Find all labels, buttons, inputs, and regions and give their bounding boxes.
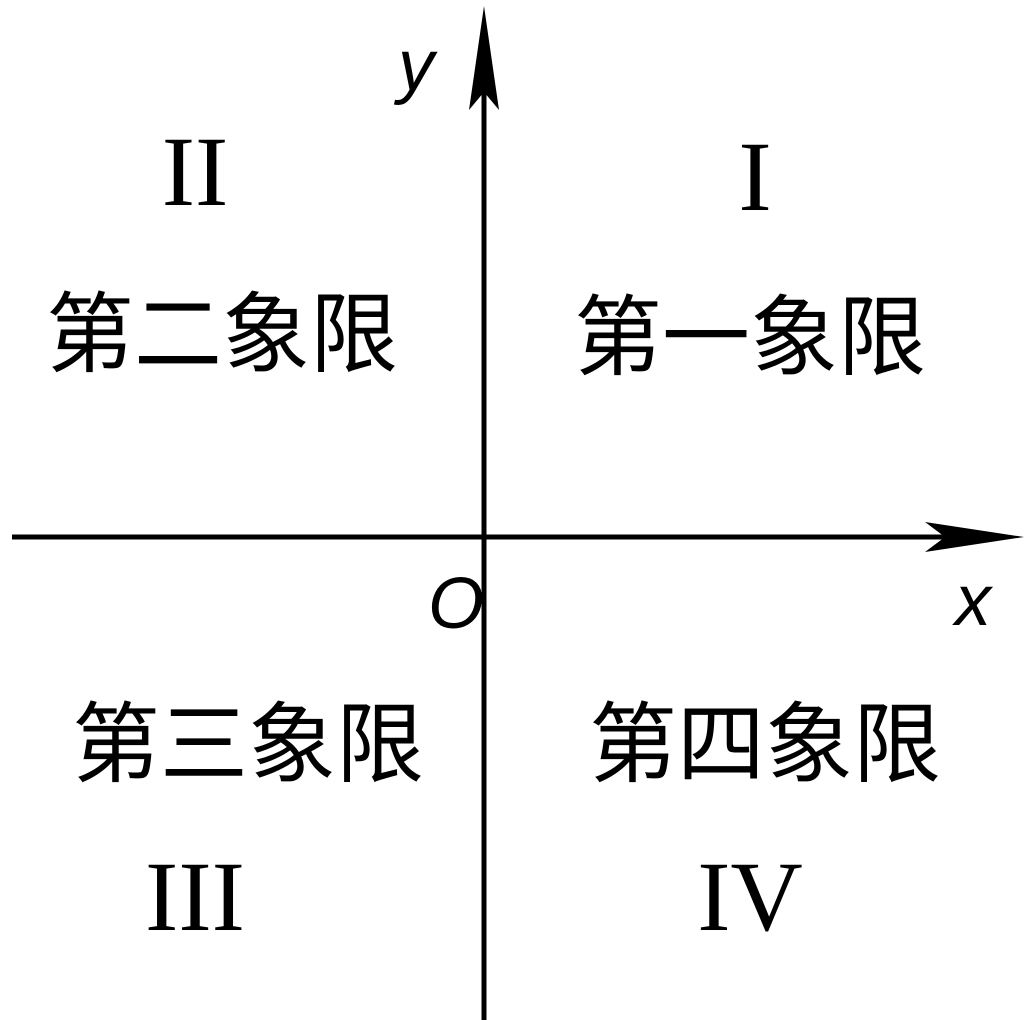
y-axis-arrow-icon	[469, 6, 499, 110]
y-axis-label: y	[393, 26, 438, 106]
origin-label: O	[428, 564, 484, 644]
quadrant-1-numeral: I	[738, 121, 771, 232]
quadrant-2-numeral: II	[162, 116, 229, 227]
x-axis-arrow-icon	[925, 522, 1024, 552]
quadrant-4-name: 第四象限	[589, 693, 941, 796]
quadrant-4-numeral: IV	[697, 841, 803, 952]
quadrant-3-name: 第三象限	[72, 693, 424, 796]
quadrant-3-numeral: III	[145, 841, 245, 952]
quadrant-2-name: 第二象限	[46, 283, 398, 386]
x-axis-label: x	[952, 561, 994, 641]
quadrant-1-name: 第一象限	[574, 286, 926, 389]
